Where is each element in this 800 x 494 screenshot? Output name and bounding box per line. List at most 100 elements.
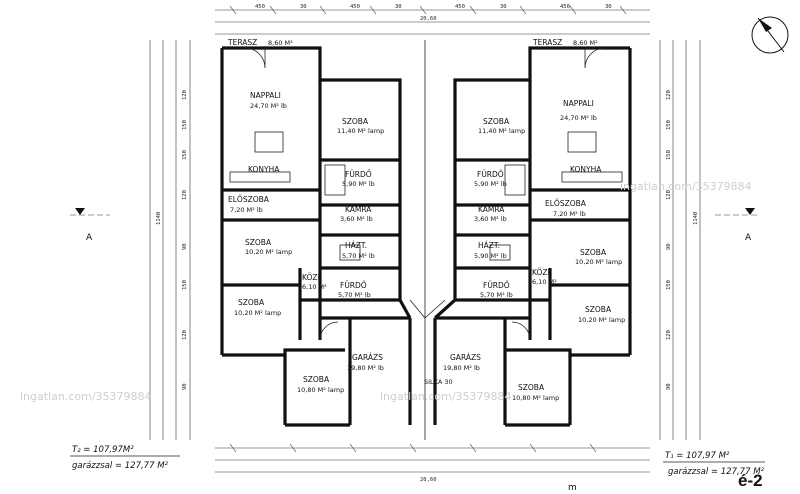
dim-top-right-3: 450 [560,4,570,10]
room-eloszoba-left: ELŐSZOBA [228,195,270,204]
room-garazs-left-area: 19,80 M² lb [347,364,384,372]
room-eloszoba-left-area: 7,20 M² lb [230,206,263,214]
dim-top-total: 20,60 [420,16,437,22]
room-szoba1-right: SZOBA [483,117,510,126]
fixtures [229,47,623,341]
dim-right-7: 120 [666,330,672,340]
room-furdo2-left-area: 5,70 M² lb [338,291,371,299]
room-szoba1-left: SZOBA [342,117,369,126]
room-szoba3-left: SZOBA [238,298,265,307]
dim-left-span: 1140 [156,212,162,225]
dim-right-4: 120 [666,190,672,200]
summary-left-garage: garázzsal = 127,77 M² [72,461,169,471]
dim-left-1: 120 [182,90,188,100]
dim-right-6: 150 [666,280,672,290]
dim-top-right-2: 30 [500,4,507,10]
room-garazs-right: GARÁZS [450,353,481,362]
dim-right-2: 150 [666,120,672,130]
room-hazt-left-area: 5,70 M² lb [342,252,375,260]
summary-left-t: T₂ = 107,97M² [72,445,134,455]
sheet-id: é-2 [738,471,763,490]
room-garazs-left: GARÁZS [352,353,383,362]
watermark-left: ingatlan.com/35379884 [20,390,152,403]
room-hazt-right-area: 5,90 M² lb [474,252,507,260]
dim-right-8: 90 [666,383,672,390]
scale-marker: m [568,483,577,493]
room-kozl-left-area: 6,10 M² [302,283,327,291]
room-szoba4-right: SZOBA [518,383,545,392]
room-szoba4-left-area: 10,80 M² lamp [297,386,344,394]
summary-right-t: T₁ = 107,97 M² [665,451,730,461]
central-walls [398,40,457,440]
room-terasz-right-area: 8,60 M² [573,39,598,47]
dim-right-5: 90 [666,243,672,250]
summary-right-garage: garázzsal = 127,77 M² [668,467,765,477]
dim-top-right-1: 450 [455,4,465,10]
room-kamra-left: KAMRA [345,205,372,214]
walls-right-unit [433,46,632,427]
room-szoba1-right-area: 11,40 M² lamp [478,127,525,135]
room-furdo1-left: FÜRDŐ [345,170,372,179]
room-szoba2-right-area: 10,20 M² lamp [575,258,622,266]
room-terasz-left: TERASZ [227,38,257,47]
room-eloszoba-right: ELŐSZOBA [545,199,587,208]
room-nappali-left-area: 24,70 M² lb [250,102,287,110]
room-szoba4-right-area: 10,80 M² lamp [512,394,559,402]
dim-top-left-2: 30 [300,4,307,10]
dim-bottom-total: 20,60 [420,477,437,483]
room-furdo2-right: FÜRDŐ [483,281,510,290]
dim-left-6: 150 [182,280,188,290]
room-szoba2-right: SZOBA [580,248,607,257]
dim-left-4: 120 [182,190,188,200]
room-kamra-right-area: 3,60 M² lb [474,215,507,223]
room-furdo2-left: FÜRDŐ [340,281,367,290]
section-marker-left: A [86,233,93,243]
room-furdo2-right-area: 5,70 M² lb [480,291,513,299]
room-furdo1-right-area: 5,90 M² lb [474,180,507,188]
dimension-lines [70,5,760,473]
room-hazt-left: HÁZT. [345,241,367,250]
room-terasz-right: TERASZ [532,38,562,47]
room-nappali-left: NAPPALI [250,91,281,100]
dim-top-left-4: 30 [395,4,402,10]
room-szoba2-left-area: 10,20 M² lamp [245,248,292,256]
dim-top-left-1: 450 [255,4,265,10]
room-kozl-left: KÖZL [302,273,323,282]
dim-top-left-3: 450 [350,4,360,10]
room-konyha-right: KONYHA [570,165,602,174]
room-konyha-left: KONYHA [248,165,280,174]
dim-left-2: 150 [182,120,188,130]
silka-label: SILKA 30 [424,378,453,386]
section-marker-right: A [745,233,752,243]
room-eloszoba-right-area: 7,20 M² lb [553,210,586,218]
room-nappali-right: NAPPALI [563,99,594,108]
walls-left-unit [220,46,412,427]
dim-left-3: 150 [182,150,188,160]
dim-right-span: 1140 [693,212,699,225]
dim-left-5: 90 [182,243,188,250]
dim-side-left: 120 150 150 120 90 150 120 90 1140 [156,90,188,390]
room-szoba3-left-area: 10,20 M² lamp [234,309,281,317]
room-szoba2-left: SZOBA [245,238,272,247]
dim-left-7: 120 [182,330,188,340]
room-szoba1-left-area: 11,40 M² lamp [337,127,384,135]
room-furdo1-left-area: 5,90 M² lb [342,180,375,188]
room-szoba4-left: SZOBA [303,375,330,384]
room-terasz-left-area: 8,60 M² [268,39,293,47]
dim-left-8: 90 [182,383,188,390]
room-kozl-right-area: 6,10 M² [532,278,557,286]
room-kamra-right: KAMRA [478,205,505,214]
dim-side-right: 120 150 150 120 90 150 120 90 1140 [666,90,699,390]
room-szoba3-right-area: 10,20 M² lamp [578,316,625,324]
dim-right-1: 120 [666,90,672,100]
dim-right-3: 150 [666,150,672,160]
north-arrow-icon [751,16,789,54]
room-kamra-left-area: 3,60 M² lb [340,215,373,223]
room-furdo1-right: FÜRDŐ [477,170,504,179]
watermark-center: ingatlan.com/35379884 [380,390,512,403]
room-nappali-right-area: 24,70 M² lb [560,114,597,122]
dim-top-right-4: 30 [605,4,612,10]
room-kozl-right: KÖZL [532,268,553,277]
watermark-right: ingatlan.com/35379884 [620,180,752,193]
